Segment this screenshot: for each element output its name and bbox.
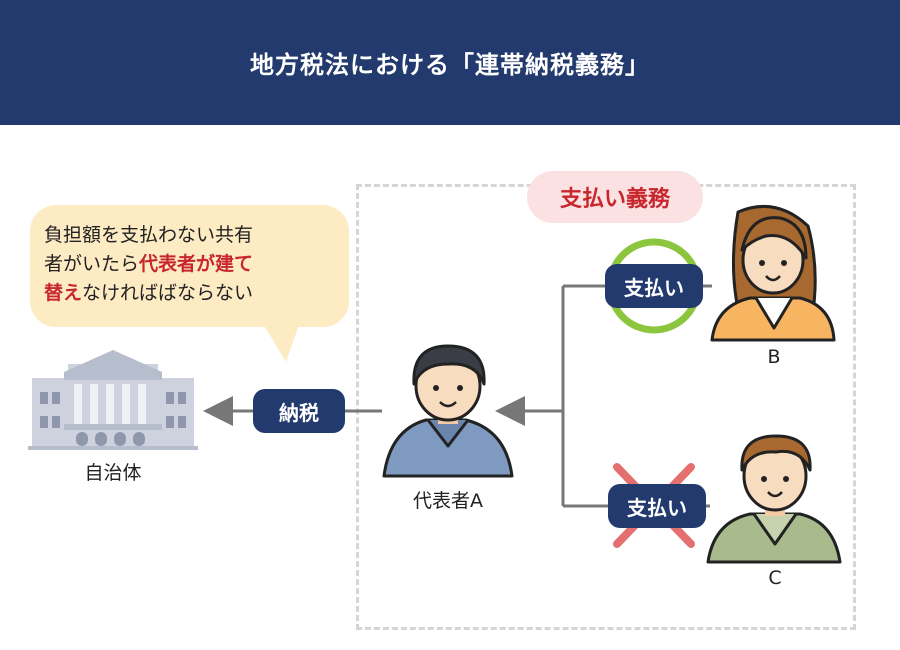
page-title: 地方税法における「連帯納税義務」 — [250, 51, 650, 79]
payment-duty-label: 支払い義務 — [527, 171, 703, 223]
bubble-line3-normal: なければばならない — [82, 282, 254, 304]
bubble-line3-highlight: 替え — [44, 282, 83, 304]
speech-bubble-tail — [262, 322, 300, 362]
municipality-label: 自治体 — [84, 462, 142, 484]
tax-payment-pill: 納税 — [253, 389, 345, 433]
person-b-icon — [710, 204, 836, 342]
speech-bubble: 負担額を支払わない共有 者がいたら代表者が建て 替えなければばならない — [30, 205, 349, 327]
bubble-line2-highlight: 代表者が建て — [139, 253, 254, 275]
pay-b-pill: 支払い — [605, 264, 703, 308]
representative-label: 代表者A — [413, 490, 483, 512]
bubble-line2-normal: 者がいたら — [44, 253, 140, 275]
representative-a-icon — [382, 344, 514, 478]
person-c-icon — [706, 434, 842, 564]
pay-c-pill: 支払い — [608, 484, 706, 528]
bubble-line1: 負担額を支払わない共有 — [44, 224, 254, 246]
person-b-label: B — [767, 346, 781, 368]
person-c-label: C — [768, 567, 782, 589]
header-banner: 地方税法における「連帯納税義務」 — [0, 0, 900, 125]
government-building-icon — [28, 350, 198, 450]
